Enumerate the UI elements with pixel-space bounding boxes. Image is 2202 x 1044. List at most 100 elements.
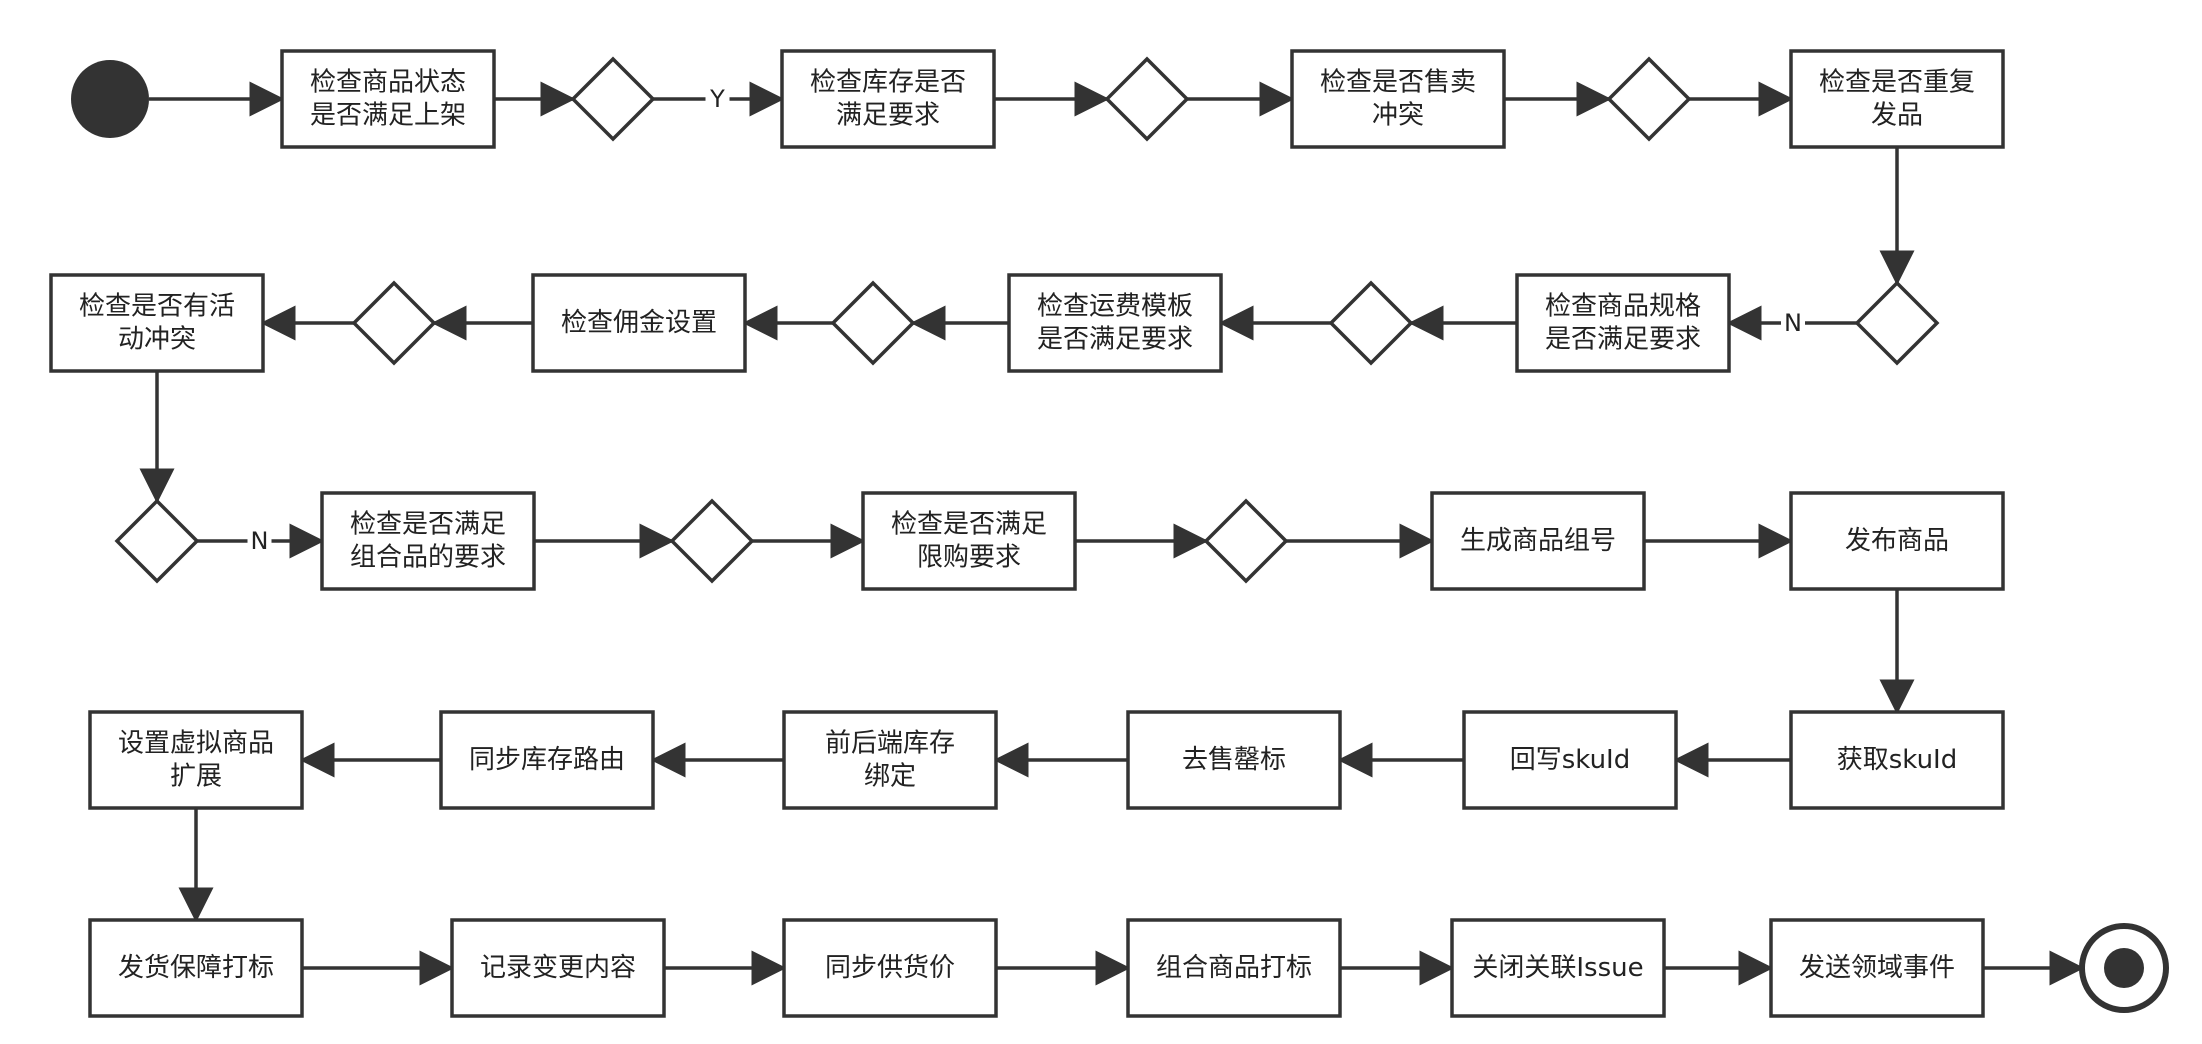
task-box — [88, 710, 304, 810]
task-label-line: 同步库存路由 — [469, 745, 625, 775]
end-node-dot — [2104, 948, 2144, 988]
task-box — [1126, 710, 1342, 810]
edge-d1-n2: Y — [653, 81, 785, 117]
task-box — [1789, 49, 2005, 149]
node-n22: 组合商品打标 — [1126, 918, 1342, 1018]
task-label-line: 同步供货价 — [825, 953, 955, 983]
node-n24: 发送领域事件 — [1769, 918, 1985, 1018]
task-box — [49, 273, 265, 373]
edge-label: N — [1784, 309, 1802, 337]
task-label-line: 是否满足要求 — [1545, 325, 1701, 355]
task-box — [861, 491, 1077, 591]
task-box — [1462, 710, 1678, 810]
node-d10 — [1203, 498, 1289, 584]
task-label-line: 限购要求 — [917, 543, 1021, 573]
task-box — [1789, 491, 2005, 591]
edge-label: Y — [709, 85, 725, 113]
task-box — [1430, 491, 1646, 591]
task-box — [1126, 918, 1342, 1018]
task-label-line: 发货保障打标 — [118, 953, 274, 983]
task-label-line: 检查是否有活 — [79, 292, 235, 322]
task-label-line: 检查商品规格 — [1545, 292, 1701, 322]
task-box — [1789, 710, 2005, 810]
task-label-line: 发品 — [1871, 101, 1923, 131]
node-n21: 同步供货价 — [782, 918, 998, 1018]
node-d4 — [1854, 280, 1940, 366]
node-n7: 检查佣金设置 — [531, 273, 747, 373]
decision-diamond — [1854, 280, 1940, 366]
task-box — [1450, 918, 1666, 1018]
task-box — [320, 491, 536, 591]
node-n11: 生成商品组号 — [1430, 491, 1646, 591]
decision-diamond — [114, 498, 200, 584]
decision-diamond — [1606, 56, 1692, 142]
node-n20: 记录变更内容 — [450, 918, 666, 1018]
task-box — [1290, 49, 1506, 149]
decision-diamond — [1203, 498, 1289, 584]
task-box — [1769, 918, 1985, 1018]
task-label-line: 冲突 — [1372, 101, 1424, 131]
decision-diamond — [570, 56, 656, 142]
task-label-line: 是否满足上架 — [310, 101, 466, 131]
node-n13: 获取skuId — [1789, 710, 2005, 810]
task-label-line: 检查是否满足 — [891, 510, 1047, 540]
task-box — [439, 710, 655, 810]
node-end — [2079, 923, 2169, 1013]
node-n17: 同步库存路由 — [439, 710, 655, 810]
task-box — [780, 49, 996, 149]
decision-diamond — [351, 280, 437, 366]
task-box — [1007, 273, 1223, 373]
edges-layer: Y N N — [139, 81, 2085, 986]
task-label-line: 前后端库存 — [825, 729, 955, 759]
decision-diamond — [830, 280, 916, 366]
task-label-line: 检查运费模板 — [1037, 292, 1193, 322]
task-label-line: 发送领域事件 — [1799, 953, 1955, 983]
task-box — [782, 918, 998, 1018]
task-label-line: 满足要求 — [836, 101, 940, 131]
task-label-line: 是否满足要求 — [1037, 325, 1193, 355]
nodes-layer: 检查商品状态是否满足上架检查库存是否满足要求检查是否售卖冲突检查是否重复发品检查… — [49, 49, 2169, 1018]
node-d1 — [570, 56, 656, 142]
edge-label-bg — [247, 526, 272, 556]
edge-label: N — [251, 527, 269, 555]
task-box — [450, 918, 666, 1018]
task-label-line: 检查是否满足 — [350, 510, 506, 540]
edge-label-bg — [1781, 308, 1805, 338]
task-label-line: 组合商品打标 — [1156, 953, 1312, 983]
task-label-line: 获取skuId — [1837, 745, 1957, 775]
task-label-line: 绑定 — [864, 762, 916, 792]
node-d5 — [1328, 280, 1414, 366]
task-box — [1515, 273, 1731, 373]
task-box — [280, 49, 496, 149]
node-n12: 发布商品 — [1789, 491, 2005, 591]
node-d6 — [830, 280, 916, 366]
task-label-line: 生成商品组号 — [1460, 526, 1616, 556]
node-n19: 发货保障打标 — [88, 918, 304, 1018]
task-label-line: 去售罄标 — [1182, 745, 1286, 775]
task-label-line: 动冲突 — [118, 325, 196, 355]
node-d7 — [351, 280, 437, 366]
task-label-line: 检查商品状态 — [310, 68, 466, 98]
task-label-line: 扩展 — [170, 762, 222, 792]
task-box — [531, 273, 747, 373]
start-node-circle — [71, 60, 149, 138]
node-start — [71, 60, 149, 138]
node-n15: 去售罄标 — [1126, 710, 1342, 810]
decision-diamond — [669, 498, 755, 584]
task-label-line: 记录变更内容 — [480, 953, 636, 983]
decision-diamond — [1104, 56, 1190, 142]
task-label-line: 设置虚拟商品 — [118, 729, 274, 759]
decision-diamond — [1328, 280, 1414, 366]
node-d9 — [669, 498, 755, 584]
node-d8 — [114, 498, 200, 584]
task-label-line: 回写skuId — [1510, 745, 1630, 775]
